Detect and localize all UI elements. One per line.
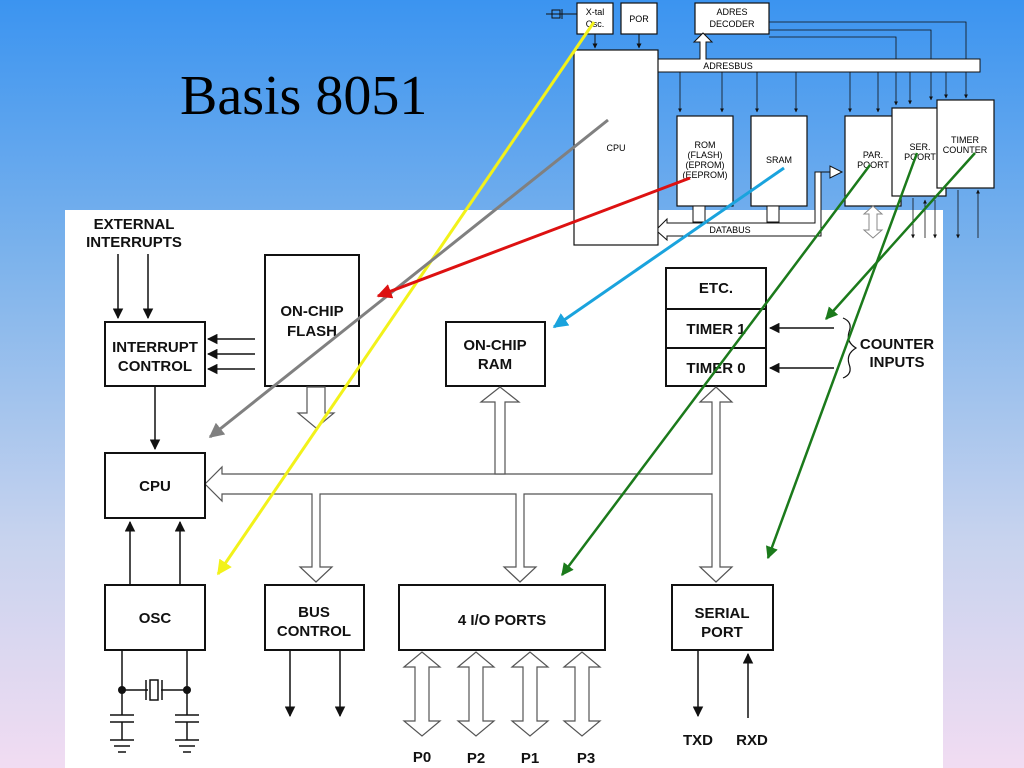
databus-label: DATABUS: [709, 225, 750, 235]
rom-label-1: ROM: [695, 140, 716, 150]
sram-block: SRAM: [750, 115, 808, 207]
port-arrows: [402, 651, 602, 737]
timer-counter-label-1: TIMER: [951, 135, 979, 145]
serial-port-label-1: SERIAL: [694, 605, 749, 622]
address-bus-drops: [678, 72, 948, 113]
green-map-arrow-par-poort-to-io: [561, 164, 871, 576]
gray-map-arrow-cpu: [208, 118, 609, 439]
interrupt-control-label-1: INTERRUPT: [112, 339, 198, 356]
on-chip-ram-block: ON-CHIP RAM: [445, 321, 546, 387]
port-p2-label: P2: [467, 750, 485, 767]
interrupt-control-label-2: CONTROL: [118, 358, 192, 375]
ser-poort-label-2: POORT: [904, 152, 936, 162]
timer-counter-block: TIMER COUNTER: [936, 99, 995, 189]
xtal-osc-block: X-tal Osc.: [576, 2, 614, 35]
par-poort-label-2: POORT: [857, 160, 889, 170]
io-ports-block: 4 I/O PORTS: [398, 584, 606, 651]
data-bus: [657, 165, 844, 242]
rom-label-3: (EPROM): [686, 160, 725, 170]
green-map-arrow-timer-to-timer1: [825, 152, 976, 320]
interrupt-control-block: INTERRUPT CONTROL: [104, 321, 206, 387]
cpu-block: CPU: [104, 452, 206, 519]
counter-inputs-label-2: INPUTS: [869, 354, 924, 371]
bus-control-label-1: BUS: [298, 604, 330, 621]
port-p0-label: P0: [413, 749, 431, 766]
adres-decoder-label-2: DECODER: [709, 19, 755, 29]
xtal-label-1: X-tal: [586, 7, 605, 17]
par-poort-label-1: PAR.: [863, 150, 883, 160]
osc-label: OSC: [139, 610, 172, 627]
peripheral-io-lines: [911, 189, 980, 239]
on-chip-flash-block: ON-CHIP FLASH: [264, 254, 360, 387]
on-chip-ram-label-1: ON-CHIP: [463, 337, 526, 354]
rom-block: ROM (FLASH) (EPROM) (EEPROM): [676, 115, 734, 207]
port-p3-label: P3: [577, 750, 595, 767]
rom-label-2: (FLASH): [687, 150, 722, 160]
rxd-label: RXD: [736, 732, 768, 749]
por-block: POR: [620, 2, 658, 35]
block-diagram-panel: EXTERNAL INTERRUPTS INTERRUPT CONTROL ON…: [65, 210, 943, 768]
timer-counter-label-2: COUNTER: [943, 145, 988, 155]
blue-map-arrow-sram-to-ram: [552, 166, 785, 329]
counter-inputs-label-1: COUNTER: [860, 336, 934, 353]
por-label: POR: [629, 14, 649, 24]
system-cpu-block: CPU: [573, 49, 659, 246]
xtal-label-2: Osc.: [586, 19, 605, 29]
io-ports-label: 4 I/O PORTS: [458, 612, 546, 629]
bus-control-label-2: CONTROL: [277, 623, 351, 640]
serial-port-label-2: PORT: [701, 624, 743, 641]
green-map-arrow-ser-poort-to-serial: [766, 152, 919, 560]
adresbus-label: ADRESBUS: [703, 61, 753, 71]
on-chip-flash-label-1: ON-CHIP: [280, 303, 343, 320]
external-interrupts-label-1: EXTERNAL: [94, 216, 175, 233]
on-chip-ram-label-2: RAM: [478, 356, 512, 373]
adres-decoder-label-1: ADRES: [716, 7, 747, 17]
sram-label: SRAM: [766, 155, 792, 165]
par-poort-io-arrow: [862, 205, 884, 239]
yellow-map-arrow-xtal-to-osc: [216, 21, 596, 576]
crystal-icon: [546, 9, 577, 19]
cpu-label: CPU: [139, 478, 171, 495]
crystal-node-left: [118, 686, 126, 694]
address-bus: [657, 32, 981, 79]
on-chip-flash-label-2: FLASH: [287, 323, 337, 340]
counter-inputs-brace: [842, 317, 858, 379]
system-cpu-label: CPU: [606, 143, 625, 153]
txd-label: TXD: [683, 732, 713, 749]
external-interrupts-label-2: INTERRUPTS: [86, 234, 182, 251]
red-map-arrow-rom-to-flash: [376, 176, 691, 299]
timer1-label: TIMER 1: [686, 321, 745, 338]
ser-poort-label-1: SER.: [909, 142, 930, 152]
slide-title: Basis 8051: [180, 65, 428, 127]
crystal-node-right: [183, 686, 191, 694]
crystal-circuit: [110, 650, 199, 753]
etc-label: ETC.: [699, 280, 733, 297]
decoder-output-lines: [769, 21, 968, 106]
rom-label-4: (EEPROM): [683, 170, 728, 180]
adres-decoder-block: ADRES DECODER: [694, 2, 770, 35]
port-p1-label: P1: [521, 750, 539, 767]
osc-block: OSC: [104, 584, 206, 651]
bus-control-block: BUS CONTROL: [264, 584, 365, 651]
serial-port-block: SERIAL PORT: [671, 584, 774, 651]
